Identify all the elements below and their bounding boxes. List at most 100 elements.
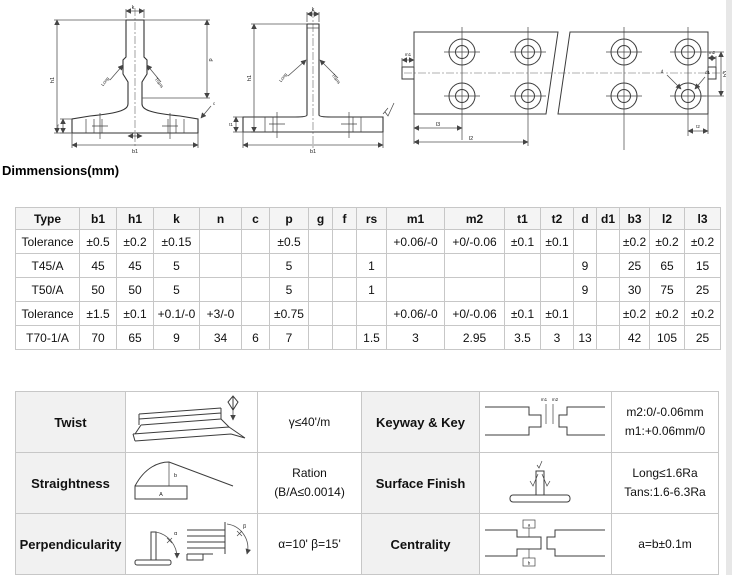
dim-cell: 3: [540, 325, 574, 350]
dim-cell: [332, 277, 357, 302]
dim-cell: ±0.1: [540, 229, 574, 254]
dim-label-c: c: [213, 101, 215, 106]
dim-cell: +0/-0.06: [444, 229, 505, 254]
dim-cell: 5: [153, 277, 200, 302]
spec-drawing-cell: m1 m2: [479, 391, 612, 453]
dim-col-header: b3: [619, 207, 650, 230]
straightness-label-b: b: [174, 473, 177, 479]
dim-cell: [308, 253, 333, 278]
dim-cell: [444, 253, 505, 278]
dim-cell: [308, 301, 333, 326]
dim-label-d1: d1: [705, 70, 711, 75]
spec-value-line: Long≤1.6Ra: [632, 466, 698, 480]
dim-cell: ±0.1: [116, 301, 154, 326]
dim-col-header: rs: [356, 207, 387, 230]
spec-value: a=b±0.1m: [611, 513, 719, 575]
dim-cell: 5: [269, 277, 309, 302]
finish-label-long: Long: [278, 72, 288, 83]
dim-col-header: l2: [649, 207, 685, 230]
dim-cell: [386, 253, 445, 278]
dim-cell: 42: [619, 325, 650, 350]
perp-label-alpha: α: [174, 531, 178, 537]
dim-label-f: f: [57, 124, 59, 129]
dim-col-header: Type: [15, 207, 80, 230]
dim-cell: [504, 253, 541, 278]
dim-cell: +3/-0: [199, 301, 242, 326]
dim-cell: T50/A: [15, 277, 80, 302]
spec-value-line: m1:+0.06mm/0: [624, 424, 706, 438]
guide-rail-machined-cross-section-drawing: k h1 p b1 f c Long Trans: [50, 5, 215, 154]
spec-value: Ration (B/A≤0.0014): [257, 452, 362, 514]
dim-cell: [308, 229, 333, 254]
dim-cell: 50: [116, 277, 154, 302]
dim-cell: ±0.1: [504, 229, 541, 254]
dim-cell: [540, 253, 574, 278]
dim-cell: 25: [684, 277, 721, 302]
spec-row: Straightness A b Ration (B/A≤0.0014) Sur…: [15, 452, 719, 514]
dim-cell: ±0.2: [684, 301, 721, 326]
page-right-edge-strip: [726, 0, 732, 575]
dim-cell: 13: [573, 325, 597, 350]
spec-label-straightness: Straightness: [15, 452, 126, 514]
dim-cell: [444, 277, 505, 302]
dim-cell: 25: [684, 325, 721, 350]
dim-label-h1: h1: [50, 77, 56, 83]
dim-label-m1: m1: [405, 52, 412, 57]
dim-label-t2: t2: [696, 124, 700, 129]
dim-table-row: Tolerance±0.5±0.2±0.15±0.5+0.06/-0+0/-0.…: [15, 229, 721, 254]
dim-col-header: c: [241, 207, 270, 230]
dim-cell: [386, 277, 445, 302]
dim-cell: [308, 325, 333, 350]
spec-value-line: m2:0/-0.06mm: [626, 405, 704, 419]
finish-label-long: Long: [100, 76, 110, 87]
dim-cell: [332, 229, 357, 254]
dim-cell: ±0.2: [684, 229, 721, 254]
spec-drawing-cell: a b: [479, 513, 612, 575]
spec-value: γ≤40'/m: [257, 391, 362, 453]
rail-base-plan-view-drawing: m1 m2 b3 l3 l2 t2 d d1: [401, 27, 729, 150]
keyway-and-key-drawing: m1 m2: [485, 397, 605, 435]
dim-table-row: Tolerance±1.5±0.1+0.1/-0+3/-0±0.75+0.06/…: [15, 301, 721, 326]
dim-col-header: k: [153, 207, 200, 230]
spec-value-line: (B/A≤0.0014): [274, 485, 345, 499]
keyway-label-m1: m1: [541, 397, 548, 402]
spec-value-line: a=b±0.1m: [638, 536, 692, 551]
spec-label-surface-finish: Surface Finish: [361, 452, 480, 514]
dim-label-b1: b1: [310, 149, 316, 154]
perpendicularity-drawing: α β: [134, 521, 252, 565]
dim-cell: 45: [116, 253, 154, 278]
centrality-drawing: a b: [485, 519, 605, 566]
dim-cell: 30: [619, 277, 650, 302]
dim-cell: 75: [649, 277, 685, 302]
dim-col-header: m1: [386, 207, 445, 230]
spec-drawing-cell: [479, 452, 612, 514]
dim-label-k: k: [132, 5, 135, 11]
spec-drawing-cell: α β: [125, 513, 258, 575]
twist-drawing: [132, 394, 246, 441]
spec-value-line: Ration: [292, 466, 327, 480]
dim-cell: [332, 325, 357, 350]
spec-label-keyway: Keyway & Key: [361, 391, 480, 453]
dim-cell: [241, 301, 270, 326]
dim-cell: [596, 301, 620, 326]
dim-col-header: h1: [116, 207, 154, 230]
dim-cell: 65: [649, 253, 685, 278]
dim-col-header: p: [269, 207, 309, 230]
centrality-label-a: a: [528, 522, 531, 527]
spec-value-line: α=10' β=15': [278, 536, 341, 551]
dim-label-m2: m2: [709, 50, 716, 55]
dim-cell: 5: [153, 253, 200, 278]
straightness-label-a: A: [159, 492, 163, 498]
dim-cell: [241, 277, 270, 302]
dim-cell: ±0.5: [79, 229, 117, 254]
dim-cell: 45: [79, 253, 117, 278]
dim-cell: [573, 301, 597, 326]
centrality-label-b: b: [528, 560, 531, 565]
dim-cell: 105: [649, 325, 685, 350]
dim-col-header: b1: [79, 207, 117, 230]
dim-cell: T70-1/A: [15, 325, 80, 350]
dim-cell: 9: [573, 253, 597, 278]
dim-cell: 6: [241, 325, 270, 350]
